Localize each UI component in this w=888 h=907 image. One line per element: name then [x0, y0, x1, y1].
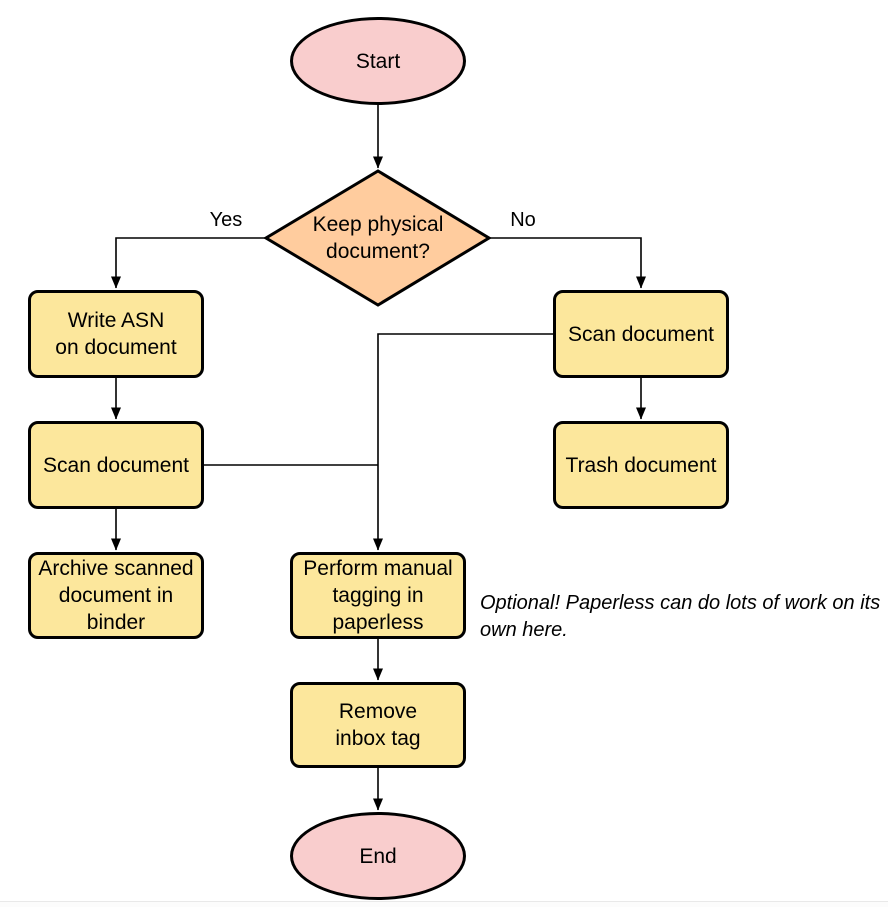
- node-start-label: Start: [355, 49, 401, 73]
- node-scan-document-right: Scan document: [553, 290, 729, 378]
- node-write-asn-label: on document: [55, 336, 177, 359]
- annotation-note-text: Optional! Paperless can do lots of work …: [480, 592, 855, 614]
- node-trash-document: Trash document: [553, 421, 729, 509]
- node-remove-inbox-tag-label: inbox tag: [335, 727, 421, 750]
- node-archive-binder-label: document in: [58, 584, 174, 607]
- edge-decision-no-to-scan-right: [490, 237, 646, 289]
- node-manual-tagging-label: Perform manual: [303, 557, 453, 580]
- bottom-divider: [0, 901, 888, 902]
- node-end-label: End: [359, 844, 397, 868]
- bottom-strip: [0, 902, 888, 907]
- node-decision: Keep physical document?: [266, 171, 490, 305]
- node-decision-label: document?: [326, 240, 430, 263]
- node-manual-tagging-label: paperless: [332, 611, 424, 634]
- node-scan-document-right-label: Scan document: [568, 322, 714, 346]
- node-archive-binder-label: Archive scanned: [38, 557, 194, 580]
- node-scan-document-left: Scan document: [28, 421, 204, 509]
- node-remove-inbox-tag-label: Remove: [338, 700, 418, 723]
- edge-label-yes: Yes: [209, 209, 243, 231]
- decision-diamond-shape: [263, 169, 492, 307]
- node-scan-document-left-label: Scan document: [43, 453, 189, 477]
- node-write-asn: Write ASN on document: [28, 290, 204, 378]
- node-archive-binder-label: binder: [86, 611, 146, 634]
- node-manual-tagging: Perform manual tagging in paperless: [290, 552, 466, 639]
- node-manual-tagging-label: tagging in: [332, 584, 424, 607]
- edge-scan-right-to-tagging: [373, 333, 553, 551]
- annotation-note-text: its own here.: [480, 592, 881, 641]
- node-write-asn-label: Write ASN: [67, 309, 165, 332]
- node-end: End: [290, 812, 466, 900]
- node-remove-inbox-tag: Remove inbox tag: [290, 682, 466, 768]
- edge-decision-yes-to-write-asn: [111, 237, 265, 289]
- annotation-note: Optional! Paperless can do lots of work …: [480, 590, 888, 644]
- node-start: Start: [290, 17, 466, 105]
- node-decision-label: Keep physical: [312, 213, 444, 236]
- edge-label-no: No: [510, 209, 536, 231]
- node-trash-document-label: Trash document: [565, 453, 717, 477]
- node-archive-binder: Archive scanned document in binder: [28, 552, 204, 639]
